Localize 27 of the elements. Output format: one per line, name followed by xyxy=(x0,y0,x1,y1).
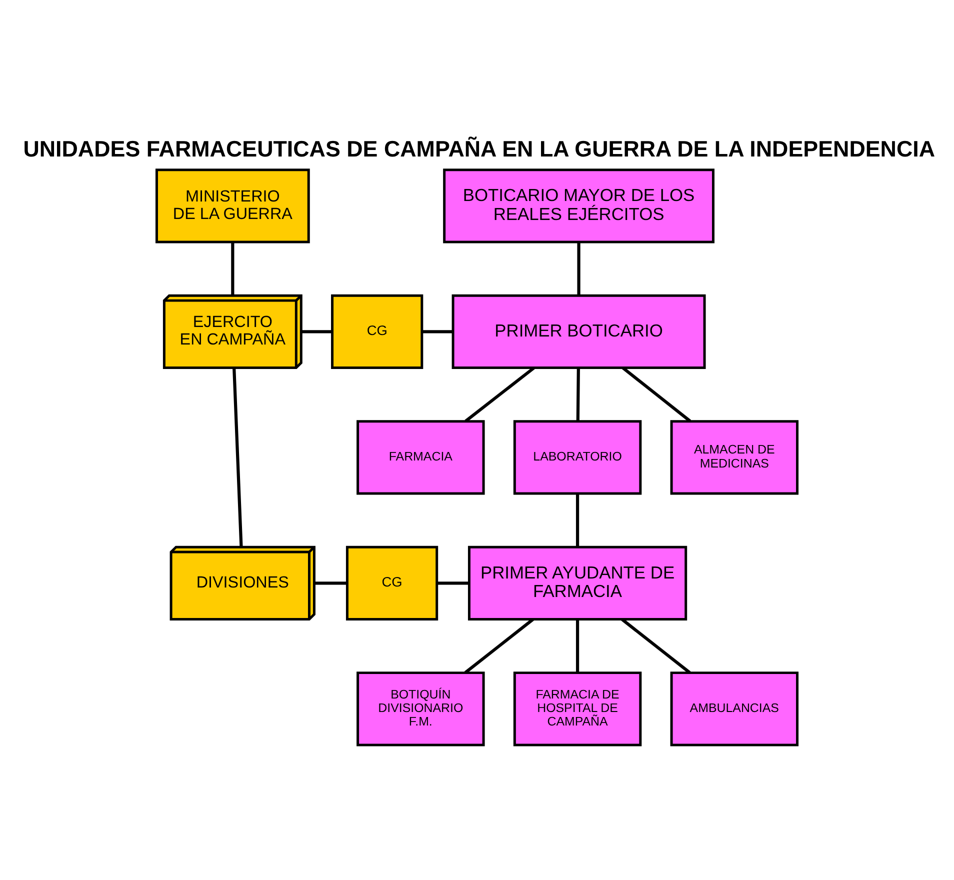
connector xyxy=(576,619,580,673)
connector xyxy=(302,330,332,334)
connector xyxy=(621,618,691,674)
node-box: PRIMER AYUDANTE DE FARMACIA xyxy=(468,546,688,621)
connector xyxy=(231,242,234,296)
connector xyxy=(232,368,243,548)
connector xyxy=(464,366,535,422)
node-box: FARMACIA DE HOSPITAL DE CAMPAÑA xyxy=(513,672,642,746)
node-box: BOTICARIO MAYOR DE LOS REALES EJÉRCITOS xyxy=(443,168,714,244)
node-box: BOTIQUÍN DIVISIONARIO F.M. xyxy=(356,672,485,746)
node-box: CG xyxy=(346,546,438,621)
connector xyxy=(314,582,348,585)
connector xyxy=(422,330,453,334)
connector xyxy=(576,368,580,422)
connector xyxy=(577,242,580,296)
node-box: LABORATORIO xyxy=(513,420,642,495)
diagram-title: UNIDADES FARMACEUTICAS DE CAMPAÑA EN LA GUERRA DE LA INDEPENDENCIA xyxy=(23,136,936,162)
node-box: PRIMER BOTICARIO xyxy=(452,294,706,370)
connector xyxy=(576,494,580,547)
node-box: FARMACIA xyxy=(356,420,485,495)
connector xyxy=(436,582,469,585)
node-box: ALMACEN DE MEDICINAS xyxy=(670,420,799,495)
connector xyxy=(622,366,692,422)
node-box: CG xyxy=(331,294,424,370)
node-box: AMBULANCIAS xyxy=(670,672,799,746)
connector xyxy=(464,618,534,674)
node-box: MINISTERIO DE LA GUERRA xyxy=(155,168,310,244)
